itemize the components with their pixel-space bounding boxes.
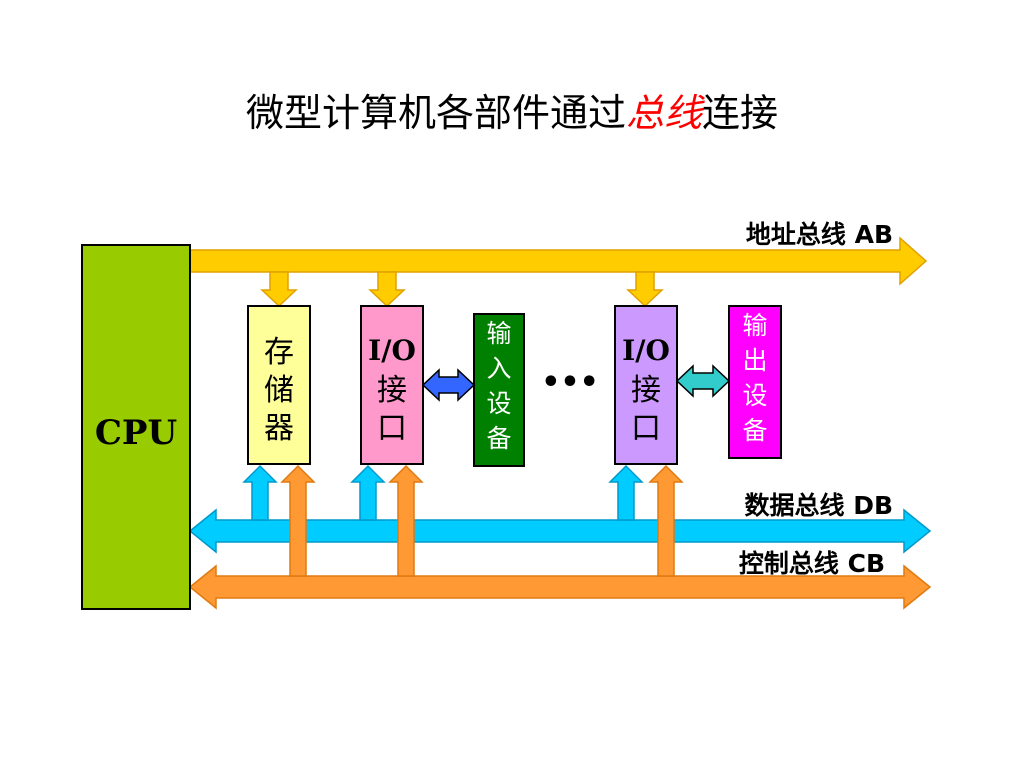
io1-input-link-arrow	[421, 368, 476, 402]
ab-to-io1-arrow	[368, 271, 406, 308]
control-bus	[188, 464, 932, 610]
data-bus	[188, 464, 932, 554]
ab-to-memory-arrow	[260, 271, 298, 308]
cb-to-io1-arrow	[388, 464, 424, 577]
output-label-2: 出	[742, 346, 767, 375]
address-bus-arrow	[189, 236, 928, 286]
address-bus-label: 地址总线 AB	[746, 220, 893, 249]
title-prefix: 微型计算机各部件通过	[245, 91, 626, 135]
memory-label-1: 存	[264, 335, 294, 370]
io2-label-2: 接	[631, 373, 661, 408]
control-bus-arrow	[188, 564, 932, 610]
io-interface-2-box: I/O 接 口	[614, 305, 678, 465]
io2-label-1: I/O	[622, 334, 670, 367]
io1-label-2: 接	[377, 373, 407, 408]
input-label-3: 设	[486, 389, 511, 418]
input-label-1: 输	[486, 319, 511, 348]
io2-label-3: 口	[631, 411, 661, 446]
ellipsis: •••	[541, 365, 599, 400]
db-to-io1-arrow	[350, 464, 386, 521]
input-device-box: 输 入 设 备	[473, 313, 525, 467]
address-bus	[189, 236, 928, 308]
page-title: 微型计算机各部件通过总线连接	[0, 82, 1024, 137]
memory-box: 存 储 器	[247, 305, 311, 465]
memory-label-3: 器	[264, 411, 294, 446]
title-suffix: 连接	[702, 91, 779, 135]
control-bus-label: 控制总线 CB	[739, 549, 885, 578]
io-interface-1-box: I/O 接 口	[360, 305, 424, 465]
input-label-2: 入	[486, 354, 511, 383]
cb-to-memory-arrow	[280, 464, 316, 577]
output-label-3: 设	[742, 381, 767, 410]
data-bus-label: 数据总线 DB	[744, 491, 893, 520]
cb-to-io2-arrow	[648, 464, 684, 577]
io1-label-3: 口	[377, 411, 407, 446]
cpu-box: CPU	[81, 244, 191, 610]
io2-output-link-arrow	[675, 364, 731, 398]
memory-label-2: 储	[264, 373, 294, 408]
db-to-memory-arrow	[242, 464, 278, 521]
io1-label-1: I/O	[368, 334, 416, 367]
output-device-box: 输 出 设 备	[728, 305, 782, 459]
ab-to-io2-arrow	[626, 271, 664, 308]
db-to-io2-arrow	[608, 464, 644, 521]
title-highlight: 总线	[625, 91, 702, 135]
cpu-label: CPU	[95, 413, 177, 453]
output-label-1: 输	[742, 311, 767, 340]
output-label-4: 备	[742, 416, 767, 445]
input-label-4: 备	[486, 424, 511, 453]
